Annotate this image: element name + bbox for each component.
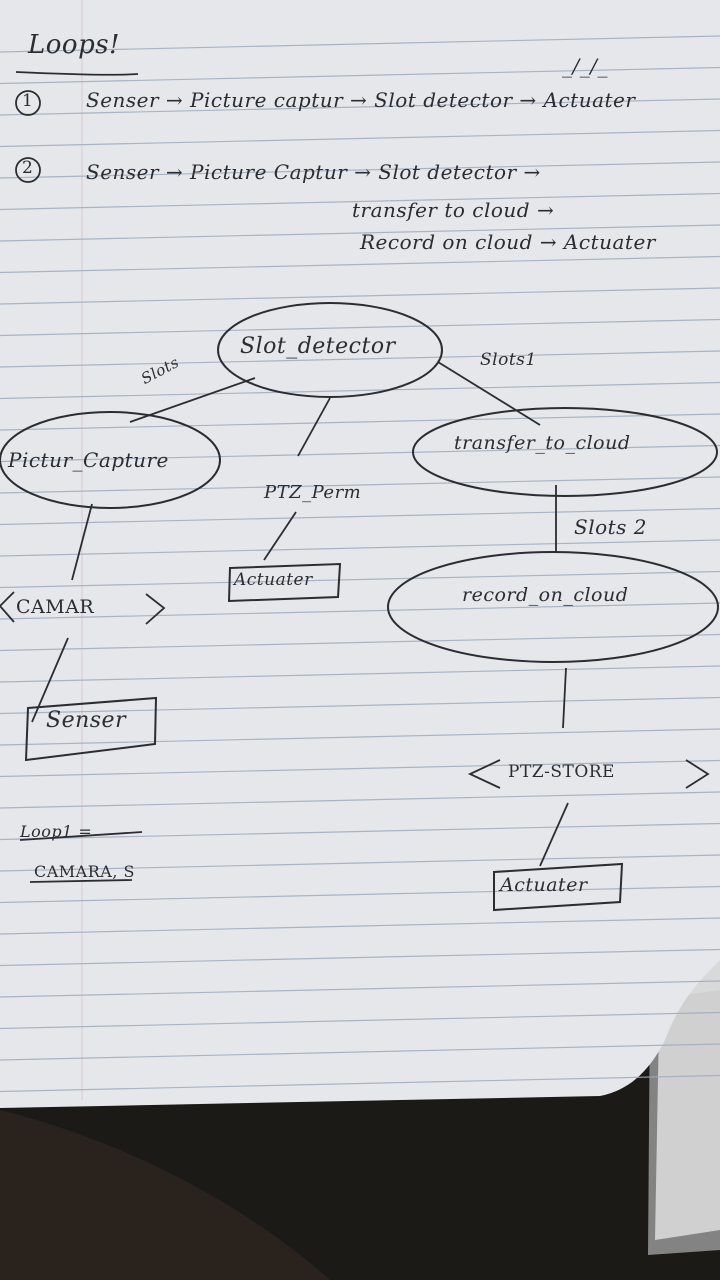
rule-line [0, 539, 720, 557]
rule-line [0, 917, 720, 935]
loop-1-line: Senser → Picture captur → Slot detector … [86, 88, 636, 112]
shadow-area [0, 1110, 330, 1280]
rule-line [0, 948, 720, 967]
node-record-on-cloud: record_on_cloud [462, 584, 629, 606]
slot-detector-ellipse [217, 302, 443, 398]
store-right-bracket [685, 759, 710, 789]
paper-stack-shadow [648, 990, 720, 1255]
node-picture-capture: Pictur_Capture [8, 448, 169, 472]
rule-line [0, 1043, 720, 1061]
camera-left-bracket [0, 591, 15, 623]
loop-2-number: 2 [22, 158, 34, 178]
rule-line [0, 224, 720, 242]
node-transfer-to-cloud: transfer_to_cloud [454, 432, 631, 454]
rule-line [0, 287, 720, 305]
title-underline [15, 71, 139, 76]
rule-line [0, 570, 720, 589]
circle-number-1 [15, 90, 41, 116]
rule-line [0, 1011, 720, 1030]
node-actuater-2: Actuater [500, 874, 588, 896]
notebook-page [0, 0, 720, 1108]
rule-line [0, 822, 720, 841]
rule-line [0, 1074, 720, 1093]
actuater-box-1 [227, 562, 342, 603]
senser-box [24, 696, 158, 762]
rule-line [0, 980, 720, 998]
node-actuater-1: Actuater [234, 570, 313, 590]
rule-line [0, 444, 720, 463]
rule-line [0, 381, 720, 400]
rule-line [0, 98, 720, 116]
edge-label-slots2: Slots 2 [574, 515, 648, 539]
rule-line [0, 885, 720, 904]
rule-line [0, 192, 720, 211]
rule-line [0, 161, 720, 179]
rule-line [0, 66, 720, 85]
note-camera: CAMARA, S [34, 862, 135, 881]
picture-capture-ellipse [0, 411, 221, 509]
node-camera: CAMAR [16, 596, 95, 618]
rule-line [0, 854, 720, 872]
rule-line [0, 507, 720, 526]
note-struck: Loop1 = [20, 822, 93, 841]
camera-right-bracket [145, 593, 166, 625]
edge-slot-to-transfer [437, 361, 541, 426]
top-right-marks: _/_/_ [562, 54, 608, 78]
rule-line [0, 129, 720, 148]
rule-line [0, 602, 720, 620]
edge-slot-to-picture [129, 377, 256, 423]
node-ptz-store: PTZ-STORE [508, 762, 615, 782]
rule-line [0, 759, 720, 778]
rule-line [0, 696, 720, 715]
rule-line [0, 633, 720, 652]
circle-number-2 [15, 157, 41, 183]
edge-store-to-actuater [539, 802, 569, 867]
loop-2-line-3: Record on cloud → Actuater [360, 230, 656, 254]
edge-record-to-store [562, 667, 567, 729]
rule-line [0, 318, 720, 337]
record-on-cloud-ellipse [387, 551, 719, 663]
loop-2-line-2: transfer to cloud → [352, 198, 555, 222]
node-senser: Senser [46, 708, 127, 733]
page-title: Loops! [28, 30, 121, 60]
rule-line [0, 350, 720, 368]
node-ptz-perm: PTZ_Perm [264, 482, 362, 503]
rule-line [0, 728, 720, 746]
strike-line [19, 831, 143, 841]
edge-slot-to-ptz [297, 397, 331, 457]
edge-ptz-to-actuater [263, 511, 297, 561]
rule-line [0, 665, 720, 683]
store-left-bracket [467, 759, 501, 789]
ruled-lines [0, 35, 720, 1093]
camera-strike-line [29, 879, 133, 883]
rule-line [0, 35, 720, 53]
transfer-to-cloud-ellipse [412, 407, 718, 497]
loop-1-number: 1 [22, 91, 34, 111]
rule-line [0, 255, 720, 274]
edge-picture-to-camera [71, 503, 93, 581]
actuater-box-2 [493, 862, 624, 912]
loop-2-line-1: Senser → Picture Captur → Slot detector … [86, 160, 541, 184]
rule-line [0, 476, 720, 494]
edge-label-slots1: Slots1 [480, 350, 537, 370]
rule-line [0, 791, 720, 809]
rule-line [0, 413, 720, 431]
node-slot-detector: Slot_detector [240, 334, 396, 359]
